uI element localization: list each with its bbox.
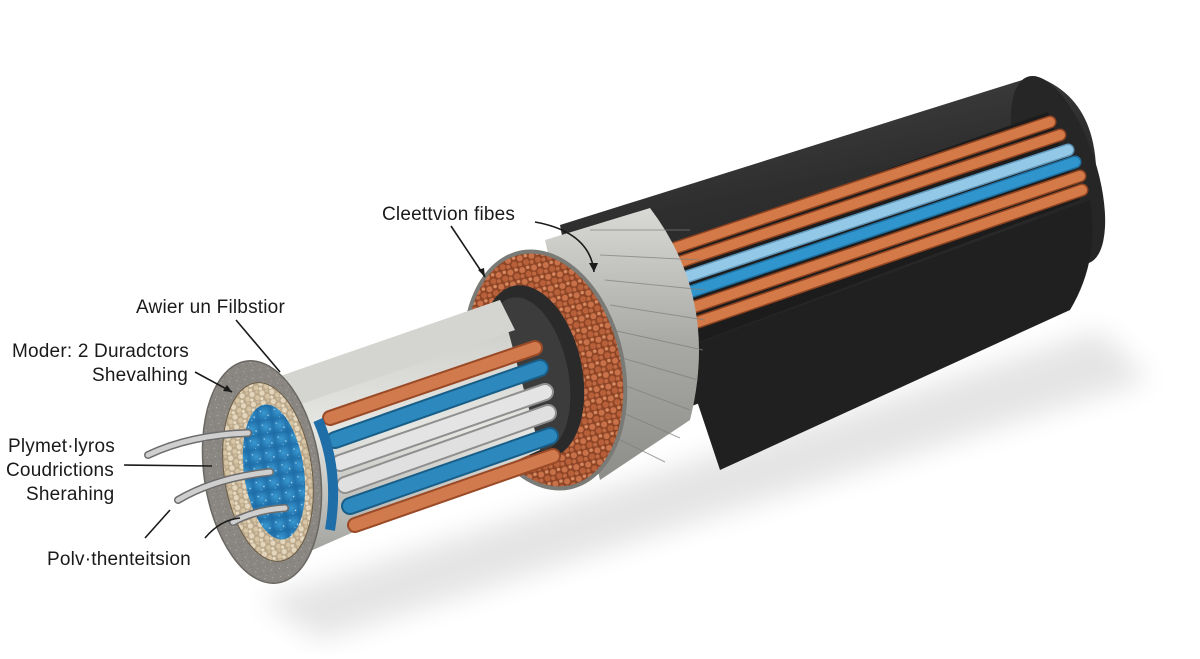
label-plymet-lyros: Plymet·lyros — [8, 436, 115, 457]
label-sherahing: Sherahing — [26, 484, 115, 505]
label-shevalhing: Shevalhing — [92, 365, 189, 386]
leader-awier — [235, 319, 281, 373]
label-cleettvion-fibes: Cleettvion fibes — [382, 204, 516, 225]
leader-polv-right — [204, 517, 241, 539]
leader-cleettvion-left — [450, 225, 486, 278]
label-coudrictions: Coudrictions — [6, 460, 115, 481]
label-polv-thenteitsion: Polv·thenteitsion — [47, 549, 191, 570]
leader-polv-left — [144, 509, 171, 539]
jacket-conductors — [668, 115, 1089, 329]
label-moder-duradctors: Moder: 2 Duradctors — [12, 341, 189, 362]
inner-conductor-bundle — [322, 340, 561, 533]
label-awier-un-filbstior: Awier un Filbstior — [136, 297, 285, 318]
cable-shadow — [260, 330, 1150, 640]
protruding-wires — [144, 429, 289, 526]
arrowheads — [223, 263, 598, 392]
leader-coudrictions — [123, 464, 213, 467]
